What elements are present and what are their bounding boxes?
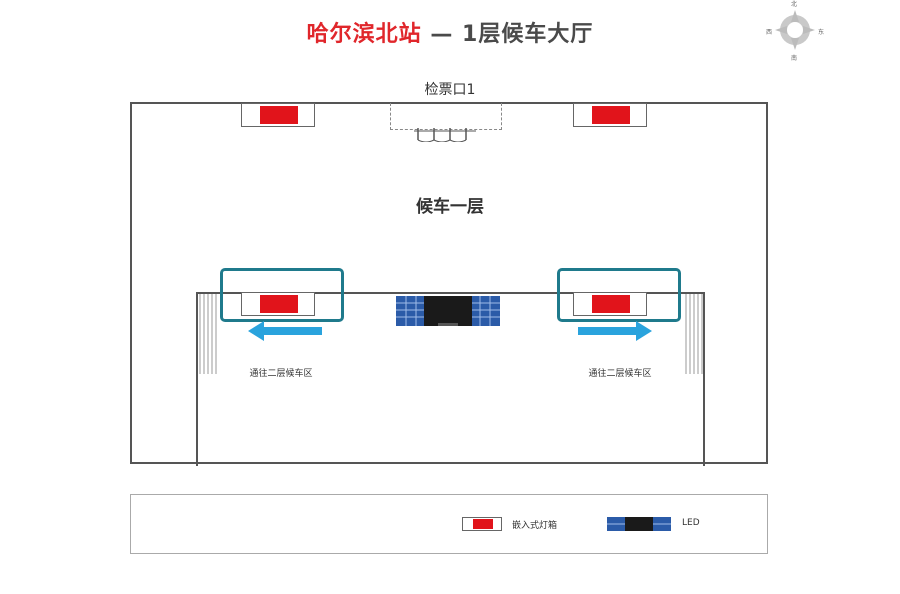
highlight-box-left [220, 268, 344, 322]
compass-icon: 北 南 东 西 [766, 0, 826, 62]
legend-led-icon [607, 517, 671, 531]
destination-label-right: 通往二层候车区 [588, 369, 652, 379]
floor-label: 候车一层 [416, 197, 484, 217]
stairs-icon [685, 294, 703, 374]
station-name: 哈尔滨北站 [306, 22, 422, 47]
compass-north-label: 北 [791, 1, 798, 8]
lightbox-top-right [573, 103, 647, 127]
lightbox-panel [260, 106, 298, 124]
arrow-right-icon [578, 321, 652, 341]
ticket-gate-area [390, 103, 502, 130]
inner-area-outline [196, 292, 705, 466]
floor-subtitle: — 1层候车大厅 [421, 22, 594, 47]
waiting-hall-outline [130, 102, 768, 464]
legend-led-label: LED [682, 518, 700, 528]
legend-lightbox-label: 嵌入式灯箱 [512, 521, 558, 531]
lightbox-panel [473, 519, 493, 529]
compass-west-label: 西 [766, 29, 773, 36]
lightbox-panel [592, 106, 630, 124]
gate-label: 检票口1 [424, 82, 476, 98]
stairs-icon [199, 294, 217, 374]
lightbox-top-left [241, 103, 315, 127]
lightbox-panel [260, 295, 298, 313]
compass-south-label: 南 [791, 55, 798, 62]
led-screen-icon [396, 296, 500, 326]
lightbox-bottom-left [241, 292, 315, 316]
lightbox-panel [592, 295, 630, 313]
lightbox-bottom-right [573, 292, 647, 316]
arrow-left-icon [248, 321, 322, 341]
page-title: 哈尔滨北站 — 1层候车大厅 [0, 16, 900, 48]
legend [130, 494, 768, 554]
legend-lightbox-icon [462, 517, 502, 531]
destination-label-left: 通往二层候车区 [249, 369, 313, 379]
turnstile-icon [414, 128, 476, 142]
highlight-box-right [557, 268, 681, 322]
compass-east-label: 东 [818, 29, 825, 36]
